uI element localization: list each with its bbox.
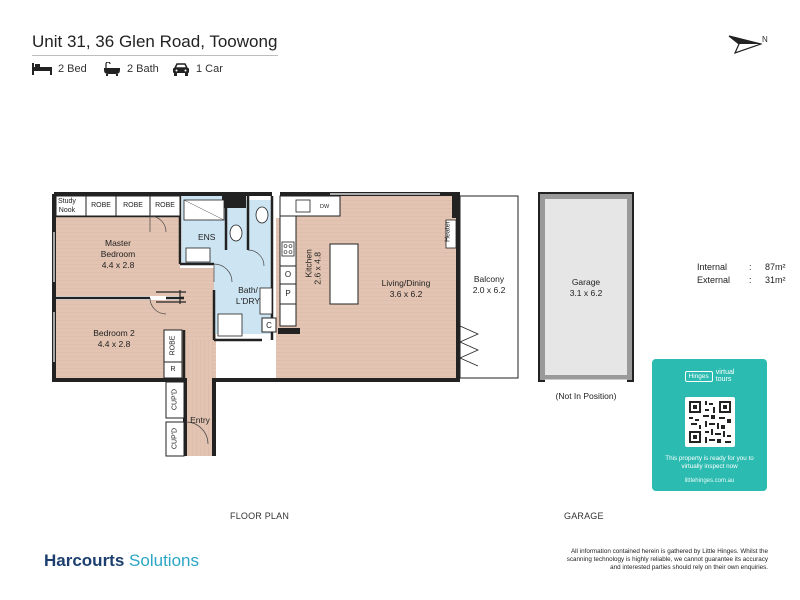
study-nook-label: Study Nook <box>58 198 76 214</box>
robe-3-box <box>149 195 181 217</box>
kitchen-island <box>329 243 359 305</box>
laundry-tub <box>217 313 243 337</box>
logo-main: Harcourts <box>44 551 125 570</box>
qr-code[interactable] <box>685 397 735 447</box>
garage-note: (Not In Position) <box>555 391 617 401</box>
balcony-name: Balcony <box>473 274 505 284</box>
robe-vertical-label: ROBE <box>169 335 177 356</box>
main-toilet <box>255 206 269 224</box>
master-bedroom-size: 4.4 x 2.8 <box>101 260 135 270</box>
property-address: Unit 31, 36 Glen Road, Toowong <box>32 32 278 51</box>
bed-icon <box>32 63 52 75</box>
entry-floor <box>183 340 213 456</box>
qr-code-icon <box>689 401 731 443</box>
robe-2-label: ROBE <box>123 202 143 209</box>
robe-3-label: ROBE <box>155 202 175 209</box>
garage-inner <box>545 199 627 375</box>
kitchen-sink <box>295 199 311 213</box>
bedroom2-floor <box>56 300 184 378</box>
r-box <box>163 361 183 379</box>
logo-sub: Solutions <box>129 551 199 570</box>
dishwasher-label: DW <box>320 204 330 210</box>
cupboard-label: C <box>266 321 272 330</box>
wall-column-3 <box>452 196 460 218</box>
area-colon: : <box>749 275 752 285</box>
ensuite-toilet <box>229 224 243 242</box>
living-floor <box>296 196 456 378</box>
area-summary: Internal : 87m² External : 31m² <box>697 261 786 287</box>
area-colon: : <box>749 262 752 272</box>
oven-label: O <box>284 270 292 279</box>
bath-vanity <box>259 287 273 315</box>
area-label: External <box>697 275 731 285</box>
hinges-logo: Hinges <box>684 370 713 382</box>
wall-column-2 <box>278 328 300 334</box>
bath-label: 2 Bath <box>127 63 159 75</box>
garage-name: Garage <box>571 277 601 287</box>
disclaimer: All information contained herein is gath… <box>566 548 768 571</box>
area-value: 87m² <box>765 262 786 272</box>
ensuite-vanity <box>185 247 211 263</box>
garage-size: 3.1 x 6.2 <box>569 288 603 298</box>
area-row-external: External : 31m² <box>697 274 786 287</box>
cupd-1-label: CUP'D <box>171 388 179 411</box>
car-icon <box>173 62 189 76</box>
area-value: 31m² <box>765 275 786 285</box>
virtual-tour-text: This property is ready for you to virtua… <box>665 455 754 470</box>
heater-box <box>445 219 457 249</box>
entry-label: Entry <box>190 415 210 425</box>
car-count: 1 Car <box>172 61 223 77</box>
balcony-size: 2.0 x 6.2 <box>472 285 506 295</box>
ensuite-label: ENS <box>198 232 216 242</box>
heater-label: Heater <box>444 221 452 243</box>
garage-caption: GARAGE <box>564 511 604 521</box>
r-label: R <box>170 366 176 373</box>
bath-laundry-label: Bath/ L'DRY <box>235 285 261 306</box>
cupboard-box <box>261 317 277 333</box>
robe-1-label: ROBE <box>91 202 111 209</box>
agency-logo: Harcourts Solutions <box>44 551 199 571</box>
bath-icon <box>104 62 120 76</box>
master-bedroom-floor <box>56 216 180 296</box>
bedroom2-size: 4.4 x 2.8 <box>97 339 131 349</box>
balcony-area <box>459 195 519 379</box>
living-size: 3.6 x 6.2 <box>389 289 423 299</box>
bath-count: 2 Bath <box>103 61 159 77</box>
north-arrow: N <box>728 33 774 55</box>
title-divider <box>32 55 278 56</box>
virtual-tour-url[interactable]: littlehinges.com.au <box>684 478 735 484</box>
cupd-2-box <box>165 421 185 457</box>
bedroom2-name: Bedroom 2 <box>93 328 135 338</box>
kitchen-size: 2.6 x 4.8 <box>312 252 323 285</box>
sliding-door <box>459 325 479 367</box>
cupd-1-box <box>165 381 185 419</box>
wall-column <box>222 194 246 208</box>
cooktop <box>281 241 295 257</box>
area-label: Internal <box>697 262 728 272</box>
bed-label: 2 Bed <box>58 63 87 75</box>
living-name: Living/Dining <box>381 278 431 288</box>
pantry-box <box>279 283 297 305</box>
pantry-label: P <box>285 289 291 298</box>
bed-count: 2 Bed <box>32 61 87 77</box>
master-bedroom-name: Master Bedroom <box>100 238 136 259</box>
north-label: N <box>762 35 768 44</box>
area-row-internal: Internal : 87m² <box>697 261 786 274</box>
north-arrow-icon <box>728 35 764 55</box>
cupd-2-label: CUP'D <box>171 427 179 450</box>
car-label: 1 Car <box>196 63 223 75</box>
wall-column-4 <box>290 328 298 332</box>
floor-plan-caption: FLOOR PLAN <box>230 511 290 521</box>
